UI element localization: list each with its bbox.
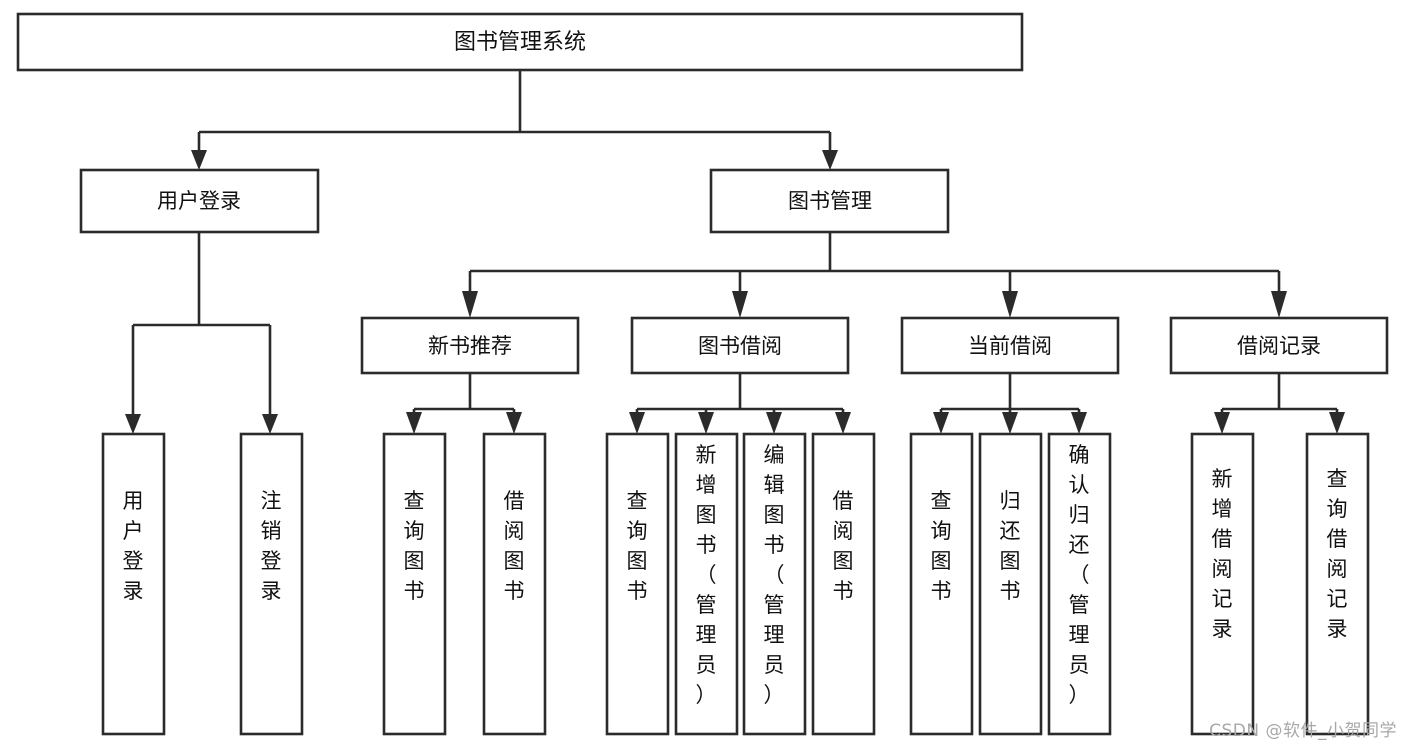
leaf-user-login-box[interactable] (101, 432, 166, 736)
node-user-login-label: 用户登录 (157, 189, 241, 213)
leaf-return-book-label: 归还图书 (1000, 489, 1021, 603)
leaf-borrow-book-b-box[interactable] (811, 432, 876, 736)
arrow-to-new-book (462, 291, 478, 318)
leaf-node[interactable]: 查询借阅记录 (1305, 432, 1370, 736)
leaf-node[interactable]: 新增借阅记录 (1190, 432, 1255, 736)
leaf-add-book-label: 新增图书（管理员） (696, 443, 717, 707)
arrow-user-login-leaf1 (125, 414, 141, 434)
node-user-login-box[interactable] (79, 168, 320, 234)
leaf-node[interactable]: 注销登录 (239, 432, 304, 736)
leaf-node[interactable]: 借阅图书 (811, 432, 876, 736)
node-new-book-recommend-label: 新书推荐 (428, 334, 512, 358)
node-book-borrow[interactable]: 图书借阅 (630, 316, 850, 375)
node-book-manage[interactable]: 图书管理 (709, 168, 950, 234)
node-current-borrow-box[interactable] (900, 316, 1120, 375)
arrow-book-borrow-leaf4 (835, 412, 851, 434)
leaf-confirm-return-label: 确认归还（管理员） (1069, 443, 1090, 707)
node-borrow-record-box[interactable] (1169, 316, 1389, 375)
connector-layer (125, 70, 1345, 434)
node-book-borrow-box[interactable] (630, 316, 850, 375)
leaf-node[interactable]: 新增图书（管理员） (674, 432, 739, 736)
leaf-add-record-label: 新增借阅记录 (1212, 467, 1233, 641)
leaf-add-book-box[interactable] (674, 432, 739, 736)
leaf-query-book-a-box[interactable] (382, 432, 447, 736)
leaf-query-record-box[interactable] (1305, 432, 1370, 736)
arrow-new-book-leaf2 (506, 412, 522, 434)
leaf-query-book-c-box[interactable] (909, 432, 974, 736)
node-book-manage-label: 图书管理 (788, 189, 872, 213)
arrow-to-book-borrow (732, 291, 748, 318)
arrow-current-borrow-leaf2 (1002, 412, 1018, 434)
node-user-login[interactable]: 用户登录 (79, 168, 320, 234)
node-current-borrow[interactable]: 当前借阅 (900, 316, 1120, 375)
leaf-node[interactable]: 查询图书 (605, 432, 670, 736)
leaf-node[interactable]: 查询图书 (382, 432, 447, 736)
arrow-book-borrow-leaf1 (629, 412, 645, 434)
node-root[interactable]: 图书管理系统 (16, 12, 1024, 72)
arrow-user-login-leaf2 (262, 414, 278, 434)
leaf-logout-label: 注销登录 (261, 489, 282, 603)
arrow-to-current-borrow (1002, 291, 1018, 318)
leaf-node[interactable]: 归还图书 (978, 432, 1043, 736)
node-borrow-record-label: 借阅记录 (1237, 334, 1321, 358)
leaf-node[interactable]: 用户登录 (101, 432, 166, 736)
leaf-confirm-return-box[interactable] (1047, 432, 1112, 736)
leaf-query-book-b-label: 查询图书 (627, 489, 648, 603)
leaf-borrow-book-b-label: 借阅图书 (833, 489, 854, 603)
leaf-node[interactable]: 编辑图书（管理员） (742, 432, 807, 736)
leaf-borrow-book-a-label: 借阅图书 (504, 489, 525, 603)
leaf-node[interactable]: 查询图书 (909, 432, 974, 736)
leaf-node[interactable]: 确认归还（管理员） (1047, 432, 1112, 736)
leaf-node[interactable]: 借阅图书 (482, 432, 547, 736)
arrow-book-borrow-leaf3 (766, 412, 782, 434)
node-root-label: 图书管理系统 (454, 30, 586, 55)
leaf-edit-book-label: 编辑图书（管理员） (764, 443, 785, 707)
node-new-book-recommend[interactable]: 新书推荐 (360, 316, 580, 375)
arrow-book-borrow-leaf2 (698, 412, 714, 434)
arrow-current-borrow-leaf1 (933, 412, 949, 434)
leaf-query-record-label: 查询借阅记录 (1327, 467, 1348, 641)
node-book-borrow-label: 图书借阅 (698, 334, 782, 358)
leaf-logout-box[interactable] (239, 432, 304, 736)
arrow-borrow-record-leaf2 (1329, 412, 1345, 434)
leaf-add-record-box[interactable] (1190, 432, 1255, 736)
node-borrow-record[interactable]: 借阅记录 (1169, 316, 1389, 375)
leaf-query-book-c-label: 查询图书 (931, 489, 952, 603)
leaf-borrow-book-a-box[interactable] (482, 432, 547, 736)
arrow-to-book-manage (822, 150, 838, 170)
node-book-manage-box[interactable] (709, 168, 950, 234)
node-current-borrow-label: 当前借阅 (968, 334, 1052, 358)
arrow-to-borrow-record (1271, 291, 1287, 318)
node-root-box[interactable] (16, 12, 1024, 72)
leaf-query-book-b-box[interactable] (605, 432, 670, 736)
arrow-to-user-login (191, 150, 207, 170)
leaf-user-login-label: 用户登录 (123, 489, 144, 603)
leaf-return-book-box[interactable] (978, 432, 1043, 736)
leaf-query-book-a-label: 查询图书 (404, 489, 425, 603)
node-new-book-recommend-box[interactable] (360, 316, 580, 375)
arrow-current-borrow-leaf3 (1071, 412, 1087, 434)
arrow-borrow-record-leaf1 (1214, 412, 1230, 434)
arrow-new-book-leaf1 (406, 412, 422, 434)
leaf-edit-book-box[interactable] (742, 432, 807, 736)
